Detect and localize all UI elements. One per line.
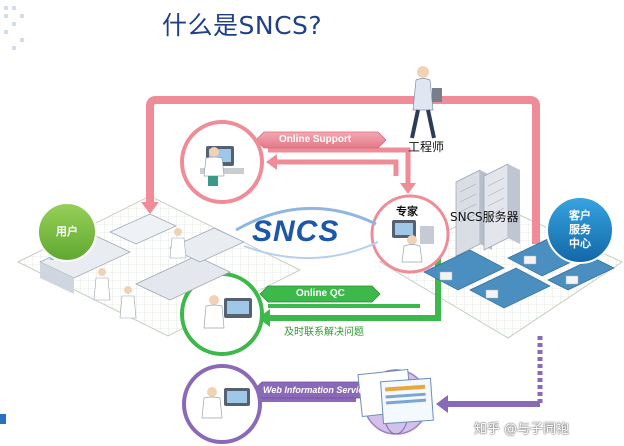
web-info-label: Web Information Service bbox=[263, 385, 368, 395]
viewer-figure-icon bbox=[207, 387, 217, 397]
engineer-label: 工程师 bbox=[408, 138, 444, 155]
customer-center-line-1: 客户 bbox=[566, 209, 594, 223]
web-pages-illustration bbox=[358, 370, 433, 434]
watermark: 知乎 @与子同袍 bbox=[474, 418, 569, 437]
page-title: 什么是SNCS? bbox=[162, 6, 322, 42]
decorative-dots bbox=[4, 6, 24, 50]
customer-center-label: 客户 服务 中心 bbox=[566, 209, 594, 251]
page-marker bbox=[0, 414, 6, 424]
online-support-circle bbox=[182, 122, 262, 202]
server-label: SNCS服务器 bbox=[450, 208, 519, 225]
online-support-label: Online Support bbox=[279, 134, 351, 145]
web-service-circle bbox=[184, 366, 260, 442]
sncs-logo: SNCS bbox=[252, 215, 339, 249]
contact-caption: 及时联系解决问题 bbox=[284, 323, 364, 338]
customer-center-line-3: 中心 bbox=[566, 237, 594, 251]
user-label: 用户 bbox=[55, 225, 79, 239]
engineer-figure-icon bbox=[412, 66, 442, 138]
customer-center-line-2: 服务 bbox=[566, 223, 594, 237]
user-figure-icon bbox=[209, 295, 219, 305]
online-qc-label: Online QC bbox=[296, 288, 345, 299]
agent-figure-icon bbox=[209, 147, 219, 157]
expert-label: 专家 bbox=[396, 203, 418, 219]
expert-figure-icon bbox=[407, 235, 417, 245]
online-support-arrows bbox=[266, 150, 416, 194]
